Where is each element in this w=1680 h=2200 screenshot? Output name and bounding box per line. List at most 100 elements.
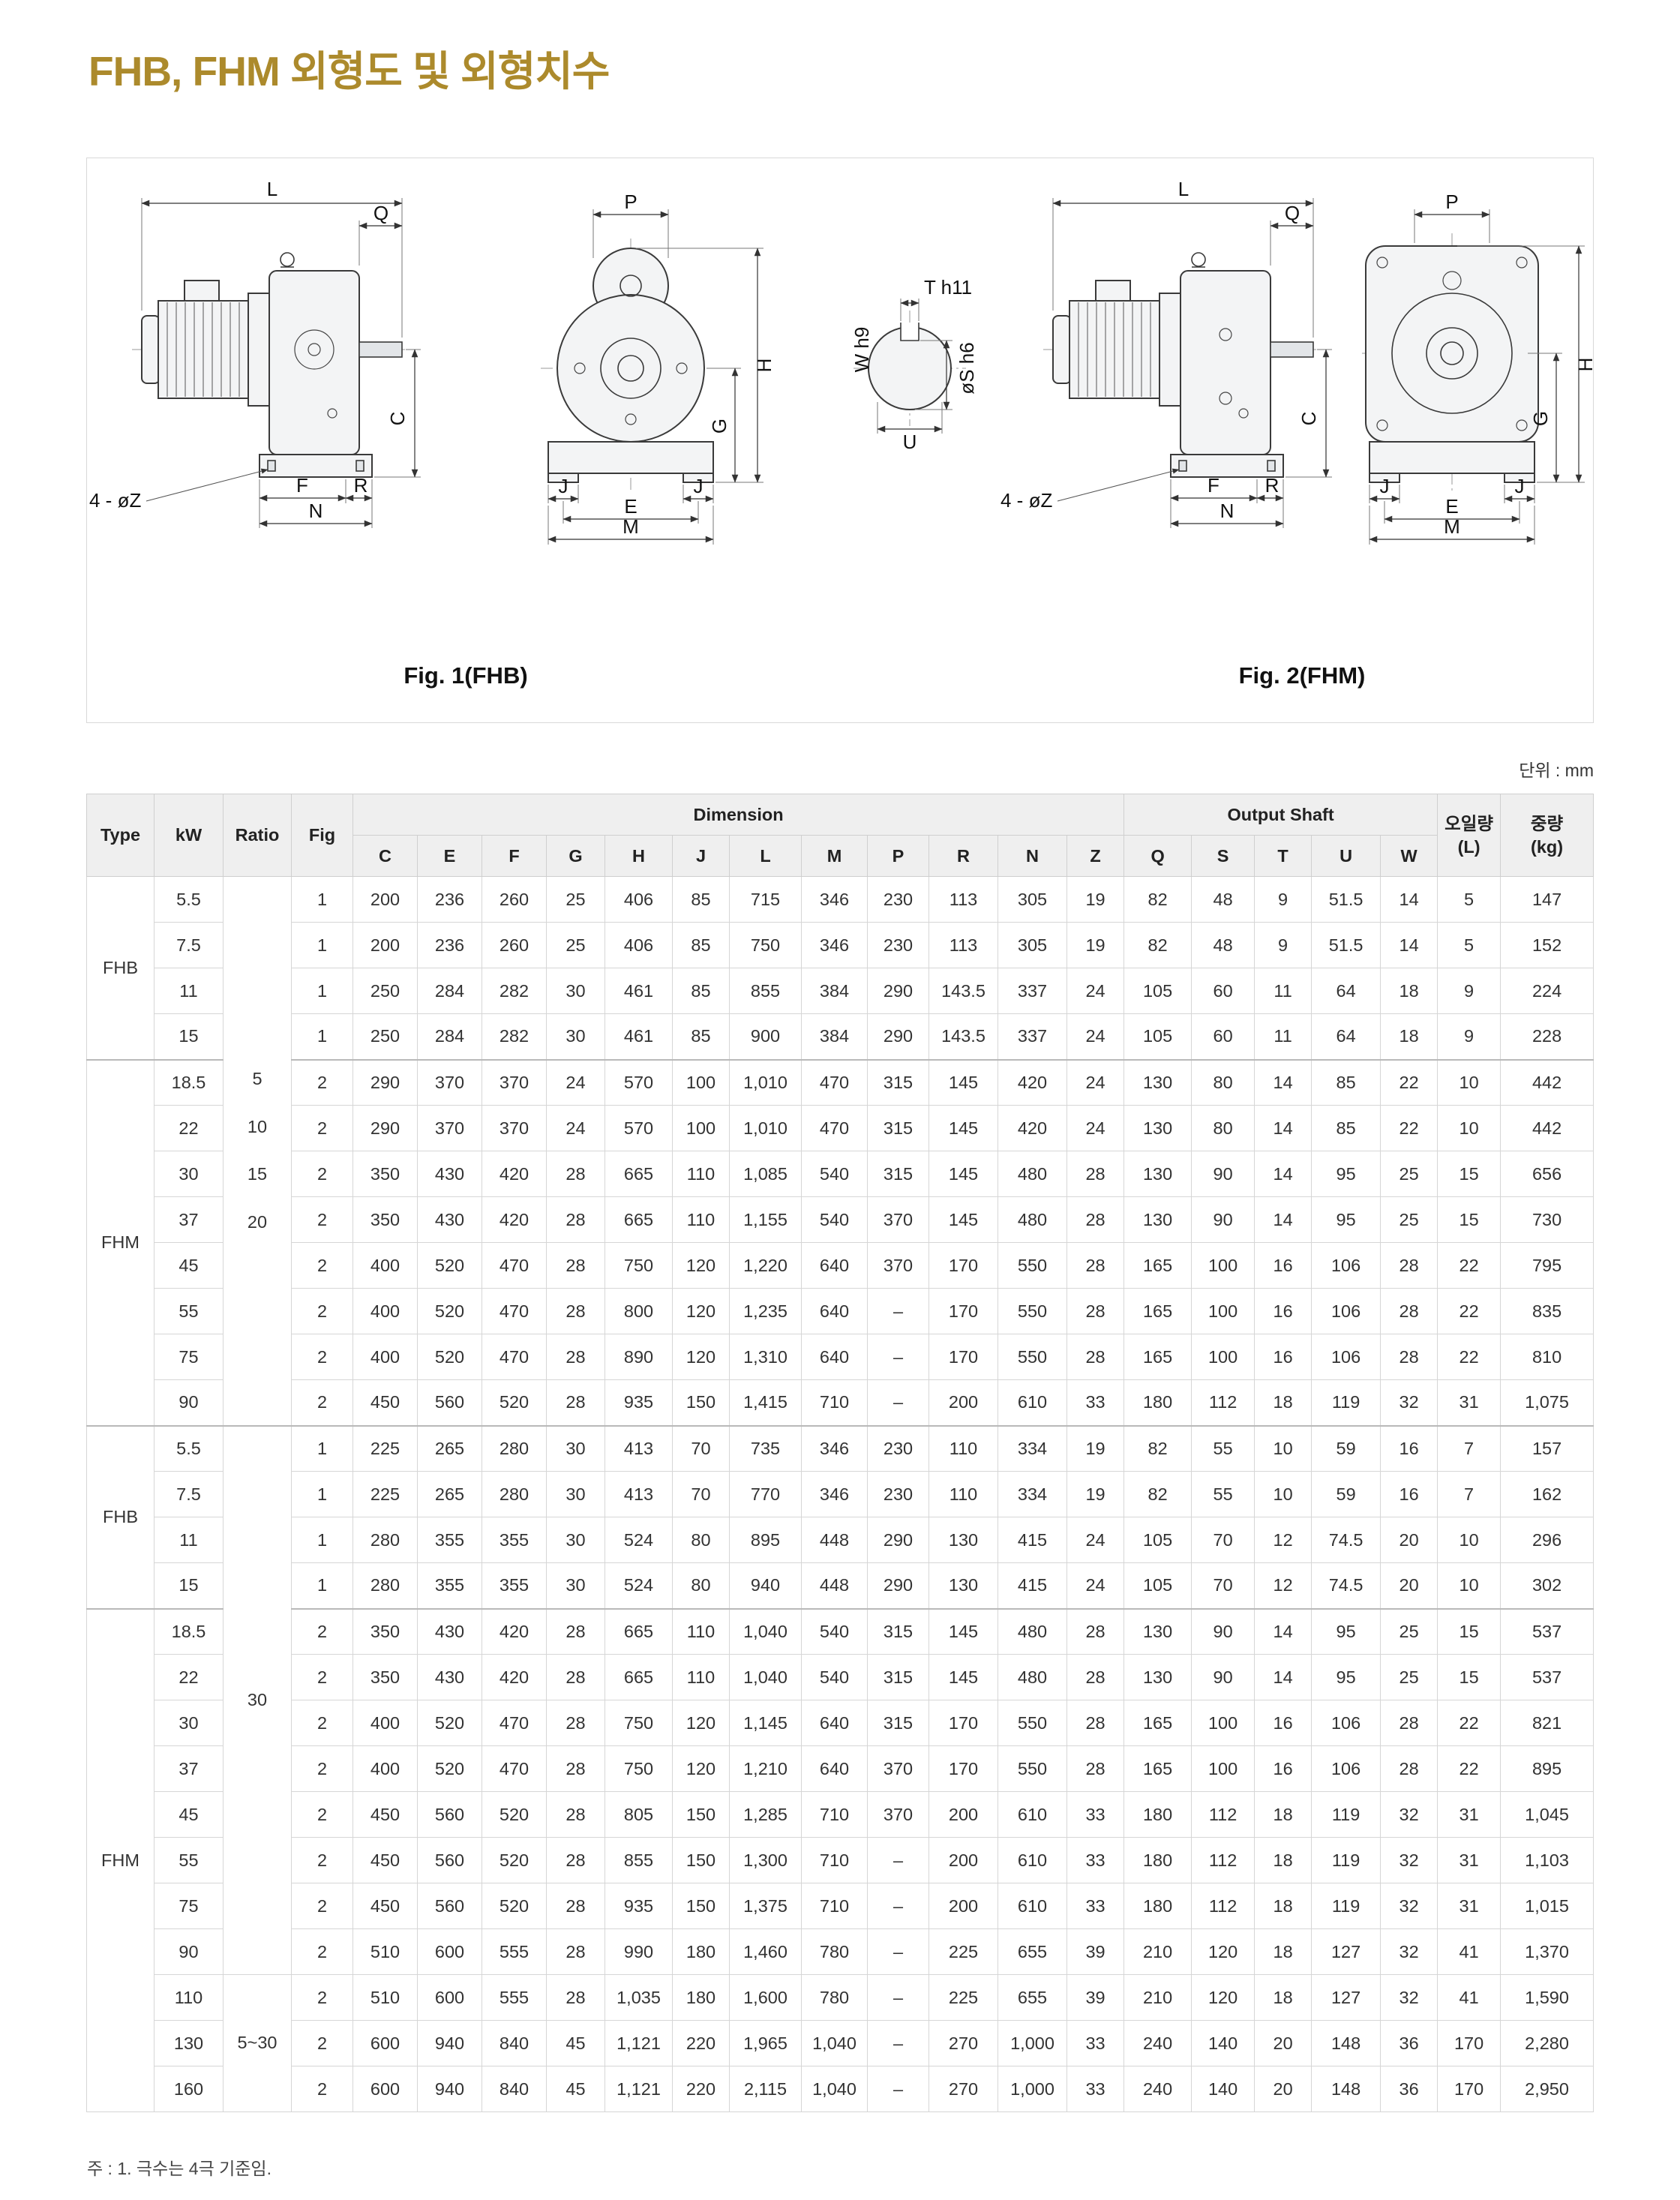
value-cell: 16 [1254,1288,1312,1334]
kw-cell: 18.5 [154,1058,224,1106]
value-cell: 560 [417,1837,482,1883]
dim-label-J: J [559,475,568,497]
value-cell: 400 [352,1745,418,1792]
value-cell: 370 [867,1745,929,1792]
value-cell: 148 [1311,2066,1382,2112]
dim-label-H: H [753,359,776,373]
value-cell: 12 [1254,1517,1312,1563]
value-cell: 550 [998,1288,1067,1334]
value-cell: 64 [1311,968,1382,1014]
value-cell: 28 [1066,1654,1125,1700]
value-cell: 120 [1191,1928,1256,1975]
value-cell: 162 [1500,1471,1594,1517]
value-cell: 461 [604,968,673,1014]
value-cell: 1,210 [729,1745,802,1792]
kw-cell: 45 [154,1791,224,1838]
value-cell: 30 [546,968,605,1014]
value-cell: 550 [998,1242,1067,1289]
value-cell: 119 [1311,1791,1382,1838]
value-cell: 28 [1380,1334,1438,1380]
value-cell: 106 [1311,1700,1382,1746]
value-cell: 106 [1311,1288,1382,1334]
kw-cell: 37 [154,1196,224,1243]
value-cell: 470 [482,1745,547,1792]
value-cell: 800 [604,1288,673,1334]
value-cell: 120 [672,1700,730,1746]
value-cell: 19 [1066,876,1125,923]
value-cell: 520 [417,1334,482,1380]
value-cell: 59 [1311,1471,1382,1517]
value-cell: 7 [1437,1424,1502,1472]
value-cell: 940 [729,1562,802,1609]
dim-label-U: U [903,431,917,453]
value-cell: 420 [482,1654,547,1700]
col-header-letter: C [352,835,418,877]
fhb-side-view: L Q C F R N 4 - øZ [89,178,421,528]
value-cell: 442 [1500,1105,1594,1151]
value-cell: 24 [1066,1562,1125,1609]
motor-cap [1052,315,1072,384]
value-cell: 28 [546,1151,605,1197]
value-cell: 170 [928,1334,998,1380]
value-cell: 28 [1066,1334,1125,1380]
value-cell: 28 [546,1654,605,1700]
value-cell: 780 [801,1928,868,1975]
value-cell: 14 [1254,1607,1312,1655]
col-header-fig: Fig [291,794,353,877]
value-cell: 420 [998,1058,1067,1106]
value-cell: 334 [998,1424,1067,1472]
value-cell: 450 [352,1883,418,1929]
value-cell: 1,370 [1500,1928,1594,1975]
value-cell: 18 [1254,1791,1312,1838]
value-cell: 16 [1254,1745,1312,1792]
fig-cell: 1 [291,1562,353,1609]
value-cell: 33 [1066,1837,1125,1883]
value-cell: 22 [1437,1288,1502,1334]
value-cell: 100 [672,1058,730,1106]
value-cell: 400 [352,1700,418,1746]
value-cell: 24 [546,1105,605,1151]
value-cell: 1,085 [729,1151,802,1197]
value-cell: 22 [1437,1700,1502,1746]
fig-cell: 2 [291,1242,353,1289]
value-cell: 32 [1380,1379,1438,1426]
value-cell: 28 [546,1242,605,1289]
value-cell: 30 [546,1424,605,1472]
value-cell: 80 [672,1562,730,1609]
value-cell: 200 [928,1883,998,1929]
value-cell: 143.5 [928,1013,998,1060]
value-cell: 2,280 [1500,2020,1594,2066]
value-cell: 33 [1066,1379,1125,1426]
value-cell: 600 [352,2020,418,2066]
value-cell: 7 [1437,1471,1502,1517]
value-cell: 143.5 [928,968,998,1014]
value-cell: 1,000 [998,2020,1067,2066]
value-cell: 170 [928,1288,998,1334]
col-header-letter: T [1254,835,1312,877]
value-cell: 14 [1380,922,1438,968]
value-cell: 32 [1380,1837,1438,1883]
value-cell: 400 [352,1242,418,1289]
value-cell: 33 [1066,1883,1125,1929]
value-cell: 540 [801,1151,868,1197]
shaft-end-detail: W h9 T h11 U øS h6 [850,276,978,453]
value-cell: 315 [867,1700,929,1746]
kw-cell: 7.5 [154,1471,224,1517]
value-cell: 28 [1066,1288,1125,1334]
col-header-letter: Q [1124,835,1192,877]
dimension-table-wrap: Type kW Ratio Fig Dimension Output Shaft… [86,794,1594,2112]
value-cell: 105 [1124,1013,1192,1060]
value-cell: 51.5 [1311,876,1382,923]
kw-cell: 130 [154,2020,224,2066]
value-cell: 16 [1254,1334,1312,1380]
value-cell: 413 [604,1471,673,1517]
value-cell: 14 [1254,1105,1312,1151]
value-cell: 280 [482,1424,547,1472]
